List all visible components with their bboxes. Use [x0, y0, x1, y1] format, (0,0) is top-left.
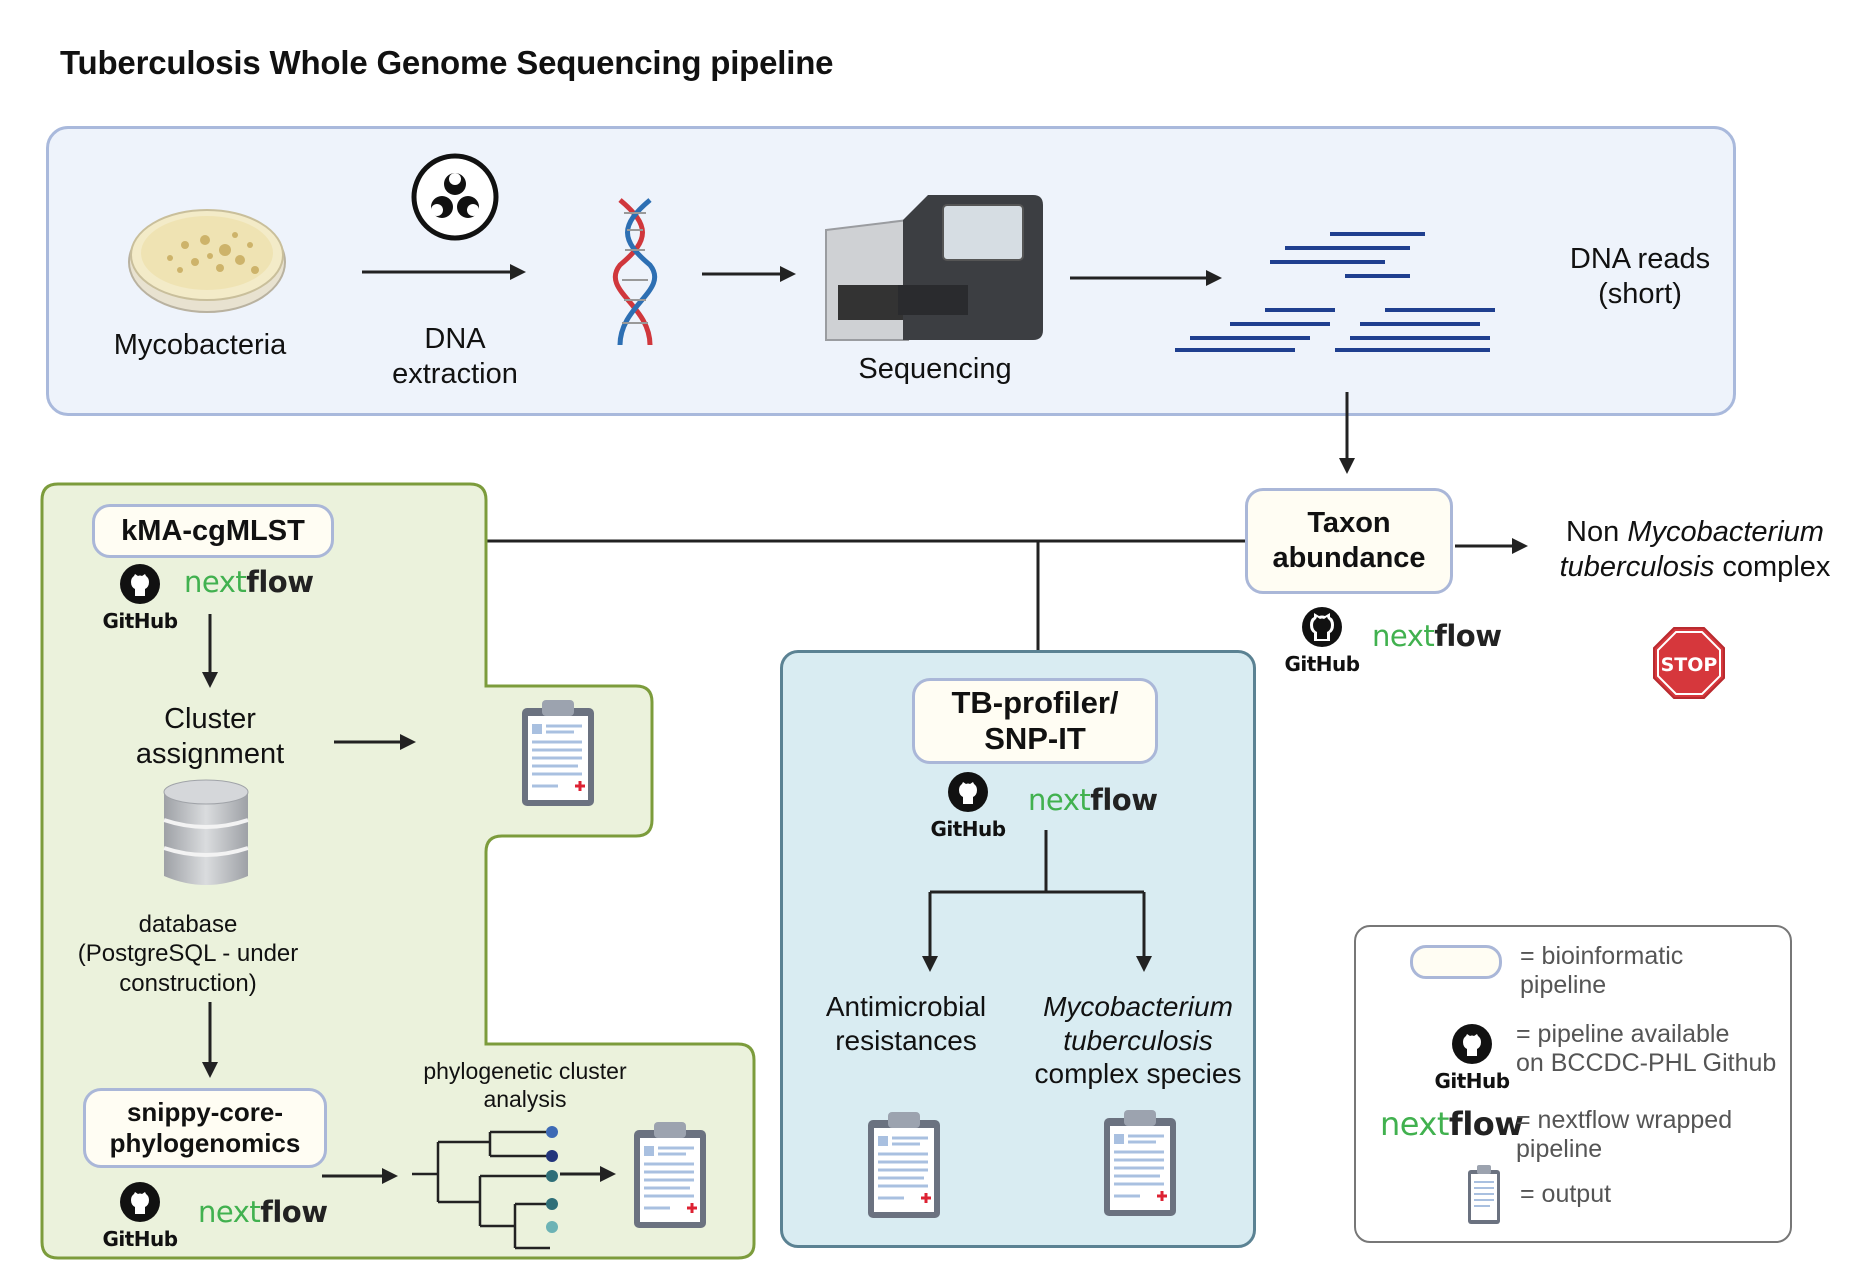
phylogenetic-tree-icon [412, 1126, 616, 1250]
kma-github-badge[interactable]: GitHub [100, 562, 180, 631]
mycobacteria-label: Mycobacteria [113, 329, 287, 361]
arrow-to-reads [1070, 270, 1222, 286]
github-label: GitHub [1434, 1069, 1510, 1093]
github-label: GitHub [102, 1227, 178, 1251]
arrow-to-cluster [202, 614, 218, 688]
taxon-github-badge[interactable]: GitHub [1282, 605, 1362, 674]
split-arrows [922, 830, 1152, 972]
cluster-assignment-label: Cluster assignment [135, 703, 285, 770]
arrow-extraction [362, 264, 526, 280]
sequencing-label: Sequencing [858, 353, 1012, 385]
clipboard-report-icon [868, 1112, 940, 1218]
stop-sign-icon: STOP [1653, 627, 1725, 699]
database-label: database (PostgreSQL - under constructio… [77, 911, 299, 997]
legend-output-icon [1468, 1165, 1500, 1224]
snippy-github-badge[interactable]: GitHub [100, 1180, 180, 1249]
tb-nextflow-logo: nextflow [1028, 783, 1158, 817]
dna-reads-icon [1175, 232, 1495, 352]
tb-profiler-pipeline[interactable]: TB-profiler/ SNP-IT [912, 678, 1158, 764]
dna-helix-icon [612, 198, 658, 346]
kma-cgmlst-pipeline[interactable]: kMA-cgMLST [92, 504, 334, 558]
github-icon [120, 1182, 160, 1222]
phylogenetic-analysis-label: phylogenetic cluster analysis [423, 1058, 627, 1112]
legend-github-badge: GitHub [1432, 1022, 1512, 1091]
database-icon [163, 779, 249, 885]
github-icon [120, 564, 160, 604]
tb-github-badge[interactable]: GitHub [928, 770, 1008, 839]
clipboard-report-icon [1104, 1110, 1176, 1216]
antimicrobial-resistance-label: Antimicrobial resistances [825, 991, 987, 1056]
github-icon [1452, 1024, 1492, 1064]
clipboard-report-icon [634, 1122, 706, 1228]
github-label: GitHub [102, 609, 178, 633]
github-icon [948, 772, 988, 812]
arrow-to-snippy [202, 1002, 218, 1078]
arrow-to-phylogeny [322, 1168, 398, 1184]
taxon-nextflow-logo: nextflow [1372, 619, 1502, 653]
github-icon [1302, 607, 1342, 647]
legend-output-text: = output [1520, 1180, 1612, 1208]
legend-pipeline-swatch [1410, 945, 1502, 979]
stop-text: STOP [1661, 654, 1718, 676]
taxon-abundance-pipeline[interactable]: Taxon abundance [1245, 488, 1453, 594]
snippy-core-pipeline[interactable]: snippy-core- phylogenomics [83, 1088, 327, 1168]
clipboard-report-icon [522, 700, 594, 806]
kma-nextflow-logo: nextflow [184, 565, 314, 599]
snippy-nextflow-logo: nextflow [198, 1195, 328, 1229]
biohazard-icon [411, 153, 499, 241]
github-label: GitHub [930, 817, 1006, 841]
legend-nextflow-logo: nextflow [1380, 1105, 1524, 1143]
sequencer-icon [825, 195, 1043, 341]
arrow-cluster-output [334, 734, 416, 750]
page-title: Tuberculosis Whole Genome Sequencing pip… [60, 44, 834, 81]
dna-reads-label: DNA reads (short) [1569, 243, 1711, 310]
arrow-to-sequencer [702, 266, 796, 282]
petri-dish-icon [128, 209, 286, 313]
legend-bioinformatic-text: = bioinformatic pipeline [1520, 942, 1684, 999]
dna-extraction-label: DNA extraction [392, 323, 518, 390]
github-label: GitHub [1284, 652, 1360, 676]
legend-nextflow-text: = nextflow wrapped pipeline [1516, 1106, 1733, 1163]
legend-github-text: = pipeline available on BCCDC-PHL Github [1516, 1020, 1777, 1077]
